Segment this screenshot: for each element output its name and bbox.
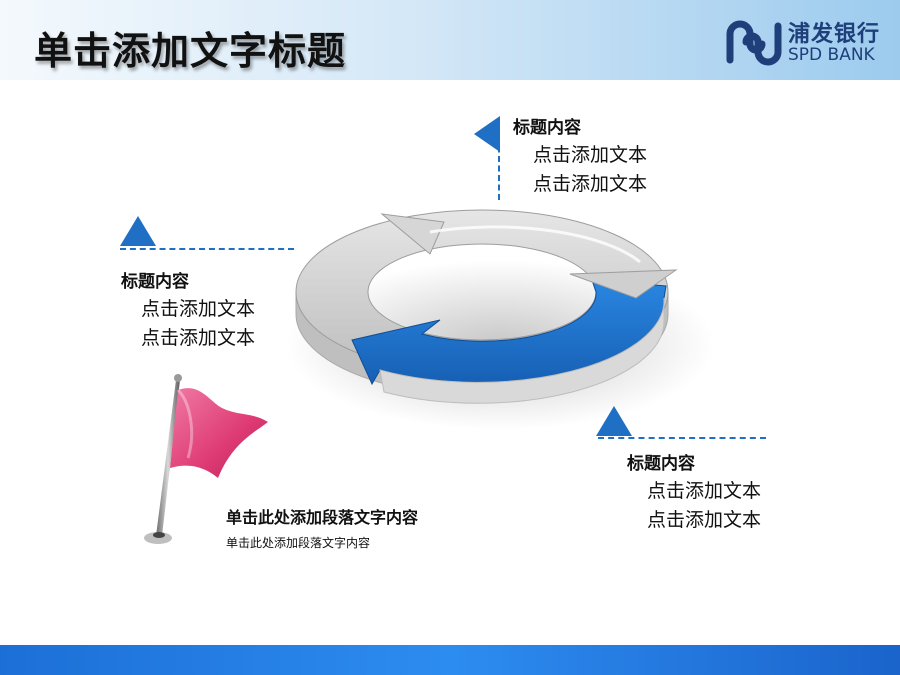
callout-2-line-2[interactable]: 点击添加文本 xyxy=(141,327,256,349)
spd-bank-logo: 浦发银行 SPD BANK xyxy=(726,16,886,70)
callout-1-line-1[interactable]: 点击添加文本 xyxy=(533,144,648,166)
callout-3-line-1[interactable]: 点击添加文本 xyxy=(647,480,762,502)
slide-footer-bar xyxy=(0,645,900,675)
callout-1-leader xyxy=(498,118,500,200)
gray-arrow-head-right xyxy=(569,269,678,299)
callout-3-marker xyxy=(596,406,632,436)
callout-1-marker xyxy=(474,116,500,152)
logo-chinese-name: 浦发银行 xyxy=(788,22,881,47)
pink-flag-icon xyxy=(144,374,268,544)
callout-2-marker xyxy=(120,216,156,246)
flag-note-heading[interactable]: 单击此处添加段落文字内容 xyxy=(226,508,419,527)
flag-note-body[interactable]: 单击此处添加段落文字内容 xyxy=(226,536,371,550)
logo-english-name: SPD BANK xyxy=(788,45,875,65)
slide-title[interactable]: 单击添加文字标题 xyxy=(34,29,347,73)
callout-3-leader xyxy=(598,437,766,439)
callout-3-line-2[interactable]: 点击添加文本 xyxy=(647,509,762,531)
spd-logo-icon xyxy=(726,20,782,66)
callout-2-line-1[interactable]: 点击添加文本 xyxy=(141,298,256,320)
blue-arrow-side xyxy=(379,297,665,404)
ring-highlight xyxy=(429,225,641,264)
callout-1-heading[interactable]: 标题内容 xyxy=(513,118,581,138)
callout-2-heading[interactable]: 标题内容 xyxy=(121,272,189,292)
gray-arrow-head-top xyxy=(380,213,445,255)
callout-1-line-2[interactable]: 点击添加文本 xyxy=(533,173,648,195)
callout-3-heading[interactable]: 标题内容 xyxy=(627,454,695,474)
callout-2-leader xyxy=(120,248,294,250)
